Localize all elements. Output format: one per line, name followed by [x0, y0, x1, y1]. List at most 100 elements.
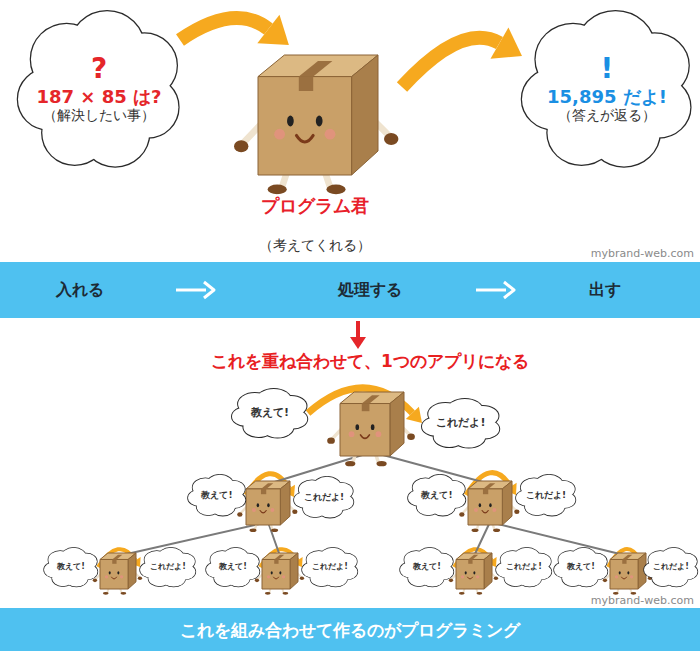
thought-cloud: これだよ!: [644, 547, 698, 587]
cloud-bump-fill: [526, 481, 567, 510]
figure-cheek: [474, 508, 478, 512]
figure-eye: [109, 571, 111, 574]
cloud-bump-fill: [244, 396, 296, 430]
box-tape: [112, 559, 116, 563]
figure-hand: [138, 576, 142, 580]
thought-cloud: !15,895 だよ!（答えが返る）: [522, 8, 692, 168]
figure-cheek: [615, 575, 618, 578]
figure-mouth: [260, 510, 266, 512]
figure-mouth: [296, 135, 313, 142]
box-tape: [261, 483, 273, 489]
cloud-bump-outline: [653, 553, 690, 580]
figure-hand: [407, 434, 415, 440]
figure-hand: [459, 512, 464, 516]
cloud-bump-fill: [653, 553, 690, 580]
thought-cloud: これだよ!: [140, 547, 196, 587]
figure-hand: [603, 579, 607, 583]
cloud-bump-fill: [304, 483, 345, 512]
thought-cloud: これだよ!: [496, 547, 552, 587]
figure-cheek: [105, 575, 108, 578]
figure-cheek: [325, 129, 336, 140]
thought-cloud: これだよ!: [422, 398, 500, 448]
thought-cloud: これだよ!: [302, 547, 358, 587]
cloud-text: 教えて!: [219, 562, 247, 572]
thought-cloud: 教えて!: [408, 474, 466, 516]
cloud-text: 15,895 だよ!: [547, 86, 667, 108]
figure-hand: [93, 579, 97, 583]
cloud-text: これだよ!: [526, 490, 566, 501]
blue-band: 入れる処理する出す: [0, 262, 700, 318]
thought-cloud: 教えて!: [44, 547, 98, 587]
program-kun-figure: [449, 553, 498, 595]
cloud-text: 教えて!: [251, 406, 289, 419]
cloud-text: 187 × 85 は?: [37, 86, 162, 108]
figure-cheek: [267, 575, 270, 578]
figure-eye: [465, 571, 467, 574]
figure-hand: [514, 510, 519, 514]
box-side: [484, 553, 492, 589]
tree-lines: [118, 452, 628, 556]
figure-foot: [265, 592, 271, 595]
figure-mouth: [482, 510, 488, 512]
cloud-text: 教えて!: [567, 562, 595, 572]
figure-eye: [271, 571, 273, 574]
figure-mouth: [468, 577, 473, 579]
cloud-bump-outline: [417, 481, 456, 510]
thought-cloud: ?187 × 85 は?（解決したい事）: [18, 8, 180, 168]
figure-eye: [355, 424, 359, 430]
figure-eye: [371, 424, 375, 430]
program-kun-figure: [237, 481, 297, 532]
cloud-bump-fill: [197, 481, 236, 510]
cloud-text: これだよ!: [312, 562, 348, 572]
box-side: [352, 55, 378, 175]
cloud-bump-fill: [417, 481, 456, 510]
program-kun-figure: [234, 55, 398, 194]
watermark: mybrand-web.com: [591, 247, 694, 260]
figure-hand: [292, 510, 297, 514]
figure-hand: [494, 576, 498, 580]
box-front: [246, 489, 280, 525]
cloud-text: 教えて!: [413, 562, 441, 572]
cloud-bump-fill: [434, 406, 487, 440]
figure-cheek: [376, 431, 382, 437]
flow-arrow-head: [490, 27, 522, 58]
character-node: プログラム君 （考えてくれる）: [228, 45, 402, 255]
character-label: プログラム君: [228, 195, 402, 217]
box-front: [340, 404, 390, 456]
cloud-bump-fill: [215, 553, 252, 580]
thought-cloud: 教えて!: [400, 547, 454, 587]
figure-hand: [449, 579, 453, 583]
box-tape: [274, 555, 284, 560]
cloud-text: 教えて!: [421, 490, 452, 501]
box-front: [100, 559, 128, 589]
figure-eye: [473, 571, 475, 574]
watermark: mybrand-web.com: [591, 594, 694, 607]
box-tape: [261, 489, 266, 494]
flow-arrow-shaft: [180, 18, 268, 40]
thought-cloud: 教えて!: [554, 547, 608, 587]
box-tape: [468, 555, 478, 560]
down-arrow: [350, 321, 366, 349]
box-tape: [468, 559, 472, 563]
cloud-bump-outline: [304, 483, 345, 512]
character-label: （考えてくれる）: [228, 237, 402, 254]
box-tape: [483, 489, 488, 494]
figure-foot: [493, 529, 500, 533]
figure-foot: [345, 461, 355, 466]
box-tape: [622, 555, 632, 560]
figure-eye: [619, 571, 621, 574]
figure-cheek: [252, 508, 256, 512]
figure-hand: [234, 140, 248, 152]
box-tape: [483, 483, 495, 489]
thought-cloud: 教えて!: [188, 474, 246, 516]
box-side: [502, 481, 512, 525]
cloud-bump-outline: [197, 481, 236, 510]
cloud-text: 教えて!: [201, 490, 232, 501]
band-arrow-shaft: [476, 289, 506, 292]
band-text: これを組み合わせて作るのがプログラミング: [180, 619, 520, 639]
box-tape: [274, 559, 278, 563]
box-tape: [299, 77, 313, 91]
box-tape: [299, 61, 333, 77]
figure-eye: [267, 503, 269, 507]
cloud-text: これだよ!: [653, 562, 689, 572]
